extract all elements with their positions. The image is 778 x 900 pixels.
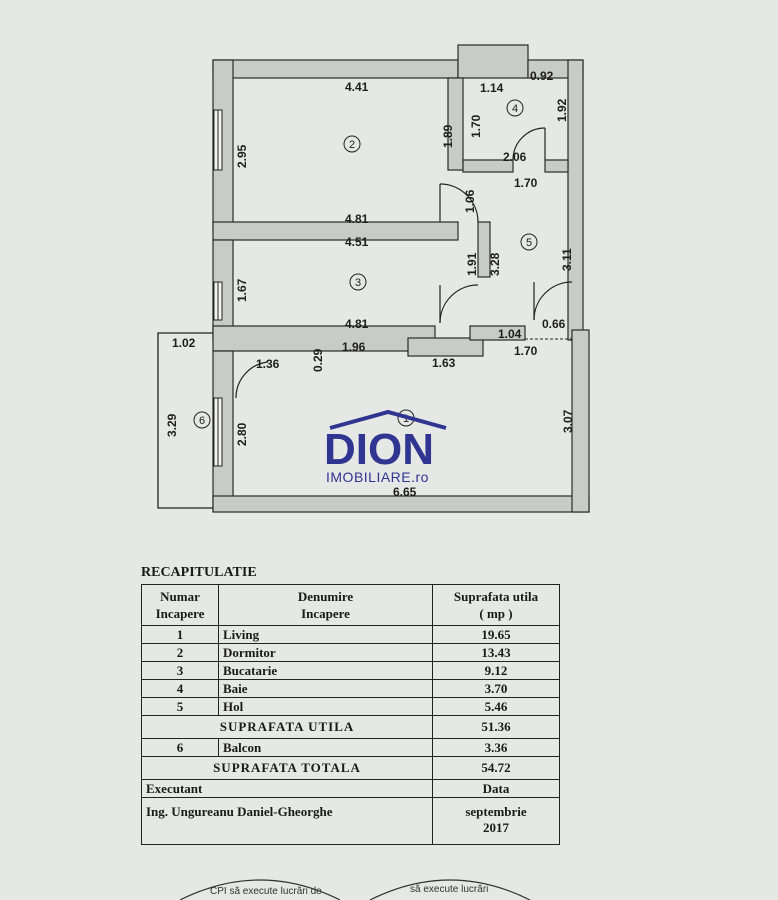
row-name: Bucatarie — [218, 661, 433, 680]
balcony-number: 6 — [141, 738, 219, 757]
floor-plan: 2 3 4 5 1 6 4.41 1.14 0.92 2.06 1.70 4.8… — [157, 44, 590, 513]
header-number-line1: Numar — [160, 589, 200, 604]
row-area: 13.43 — [432, 643, 560, 662]
dim-living-bottom: 6.65 — [393, 485, 417, 499]
row-name: Dormitor — [218, 643, 433, 662]
dimension-labels: 4.41 1.14 0.92 2.06 1.70 4.81 4.51 4.81 … — [172, 69, 566, 499]
dim-hall-right: 3.11 — [560, 248, 574, 271]
dim-hall-bottom: 1.04 — [498, 327, 522, 341]
row-number: 1 — [141, 625, 219, 644]
dim-door-106: 1.06 — [463, 189, 477, 213]
dim-room2-right: 1.89 — [441, 124, 455, 148]
dim-wall-036: 1.36 — [256, 357, 280, 371]
executant-row: Ing. Ungureanu Daniel-Gheorghe septembri… — [141, 797, 560, 845]
recap-title: RECAPITULATIE — [141, 565, 257, 580]
recap-header-row: Numar Incapere Denumire Incapere Suprafa… — [141, 584, 560, 626]
useful-area-value: 51.36 — [432, 715, 560, 739]
table-row: 4 Baie 3.70 — [141, 679, 560, 698]
row-area: 5.46 — [432, 697, 560, 716]
dim-hall-bottom2: 0.66 — [542, 317, 566, 331]
dim-room3-left: 1.67 — [235, 278, 249, 302]
date-label: Data — [432, 779, 560, 798]
header-area-line2: ( mp ) — [479, 606, 513, 621]
logo-brand: DION — [324, 425, 434, 474]
room-4-number: 4 — [512, 103, 518, 115]
dim-room3-top: 4.51 — [345, 235, 369, 249]
dim-room2-h: 2.95 — [235, 144, 249, 168]
row-name: Living — [218, 625, 433, 644]
dim-living-right: 3.07 — [561, 409, 575, 433]
header-name-line2: Incapere — [301, 606, 350, 621]
useful-area-row: SUPRAFATA UTILA 51.36 — [141, 715, 560, 739]
header-number-line2: Incapere — [155, 606, 205, 621]
row-number: 2 — [141, 643, 219, 662]
dim-room3-bottom: 4.81 — [345, 317, 369, 331]
dim-living-left: 2.80 — [235, 422, 249, 446]
dim-living-top1: 1.96 — [342, 340, 366, 354]
header-name-line1: Denumire — [297, 589, 354, 604]
total-area-label: SUPRAFATA TOTALA — [141, 756, 433, 780]
header-name: Denumire Incapere — [218, 584, 433, 626]
executant-header-row: Executant Data — [141, 779, 560, 798]
row-number: 5 — [141, 697, 219, 716]
dim-hall-top: 1.70 — [514, 176, 538, 190]
dim-top-room2: 4.41 — [345, 80, 369, 94]
stamp-text-right: să execute lucrări — [410, 884, 488, 895]
windows — [213, 109, 223, 467]
row-area: 19.65 — [432, 625, 560, 644]
row-number: 3 — [141, 661, 219, 680]
header-area: Suprafata utila ( mp ) — [432, 584, 560, 626]
balcony-area: 3.36 — [432, 738, 560, 757]
dim-bath-top2: 0.92 — [530, 69, 554, 83]
table-row: 1 Living 19.65 — [141, 625, 560, 644]
useful-area-label: SUPRAFATA UTILA — [141, 715, 433, 739]
table-row: 2 Dormitor 13.43 — [141, 643, 560, 662]
total-area-value: 54.72 — [432, 756, 560, 780]
balcony-name: Balcon — [218, 738, 433, 757]
doors — [235, 127, 573, 399]
dim-balcony-h: 3.29 — [165, 413, 179, 437]
header-area-line1: Suprafata utila — [453, 589, 539, 604]
stamp-seal: CPI să execute lucrări de să execute luc… — [179, 879, 531, 900]
dim-bath-top: 1.14 — [480, 81, 504, 95]
date-month: septembrie — [465, 804, 527, 819]
dim-hall-left: 3.28 — [488, 252, 502, 276]
balcony-outline — [157, 332, 213, 509]
room-5-number: 5 — [526, 237, 532, 249]
dim-living-top3: 1.70 — [514, 344, 538, 358]
executant-name: Ing. Ungureanu Daniel-Gheorghe — [141, 797, 433, 845]
balcony-row: 6 Balcon 3.36 — [141, 738, 560, 757]
dim-bath-right: 1.92 — [555, 98, 569, 122]
row-number: 4 — [141, 679, 219, 698]
row-name: Baie — [218, 679, 433, 698]
header-number: Numar Incapere — [141, 584, 219, 626]
stamp-text-left: CPI să execute lucrări de — [210, 886, 322, 897]
row-area: 3.70 — [432, 679, 560, 698]
dion-logo: DION IMOBILIARE.ro — [324, 409, 447, 485]
room-3-number: 3 — [355, 277, 361, 289]
executant-label: Executant — [141, 779, 433, 798]
room-6-number: 6 — [199, 415, 205, 427]
dim-balcony-top: 1.02 — [172, 336, 196, 350]
row-name: Hol — [218, 697, 433, 716]
row-area: 9.12 — [432, 661, 560, 680]
walls — [212, 44, 590, 513]
dim-living-top2: 1.63 — [432, 356, 456, 370]
dim-bath-bottom: 2.06 — [503, 150, 527, 164]
date-value: septembrie 2017 — [432, 797, 560, 845]
dim-wall-029: 0.29 — [311, 348, 325, 372]
table-row: 3 Bucatarie 9.12 — [141, 661, 560, 680]
total-area-row: SUPRAFATA TOTALA 54.72 — [141, 756, 560, 780]
dim-bath-left: 1.70 — [469, 114, 483, 138]
recap-table: Numar Incapere Denumire Incapere Suprafa… — [141, 584, 560, 845]
vertical-dimension-labels: 2.95 1.89 1.70 1.92 1.06 1.91 3.28 3.11 … — [165, 98, 575, 446]
dim-room2-bottom: 4.81 — [345, 212, 369, 226]
logo-subtitle: IMOBILIARE.ro — [326, 469, 429, 485]
table-row: 5 Hol 5.46 — [141, 697, 560, 716]
date-year: 2017 — [483, 820, 509, 835]
room-2-number: 2 — [349, 139, 355, 151]
dim-room3-right: 1.91 — [465, 252, 479, 276]
